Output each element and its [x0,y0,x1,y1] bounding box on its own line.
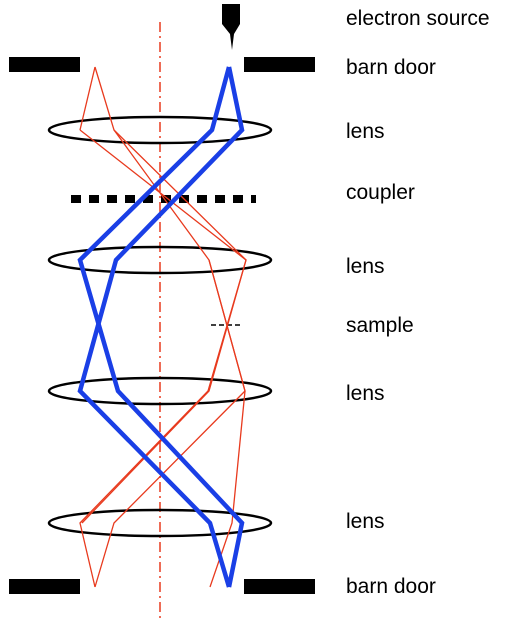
secondary-ray-left-upper [79,66,96,131]
primary-beam-inner [77,66,245,588]
secondary-ray-lower [94,259,246,588]
label-lens-4: lens [346,510,385,533]
label-lens-2: lens [346,255,385,278]
secondary-ray-mid [79,129,247,588]
secondary-ray-cross [81,129,247,524]
barn-door-top-right [244,57,315,72]
barn-door-bottom-right [244,579,315,594]
lens-1 [47,115,273,145]
lens-3 [47,376,273,406]
barn-door-top-left [9,57,80,72]
label-lens-1: lens [346,120,385,143]
label-barn-door-bottom: barn door [346,575,436,598]
label-coupler: coupler [346,181,415,204]
barn-door-bottom-left [9,579,80,594]
lens-4 [47,508,273,538]
label-sample: sample [346,314,414,337]
label-barn-door-top: barn door [346,56,436,79]
label-electron-source: electron source [346,7,490,30]
label-lens-3: lens [346,382,385,405]
electron-source-icon [222,4,240,50]
lens-2 [47,245,273,275]
